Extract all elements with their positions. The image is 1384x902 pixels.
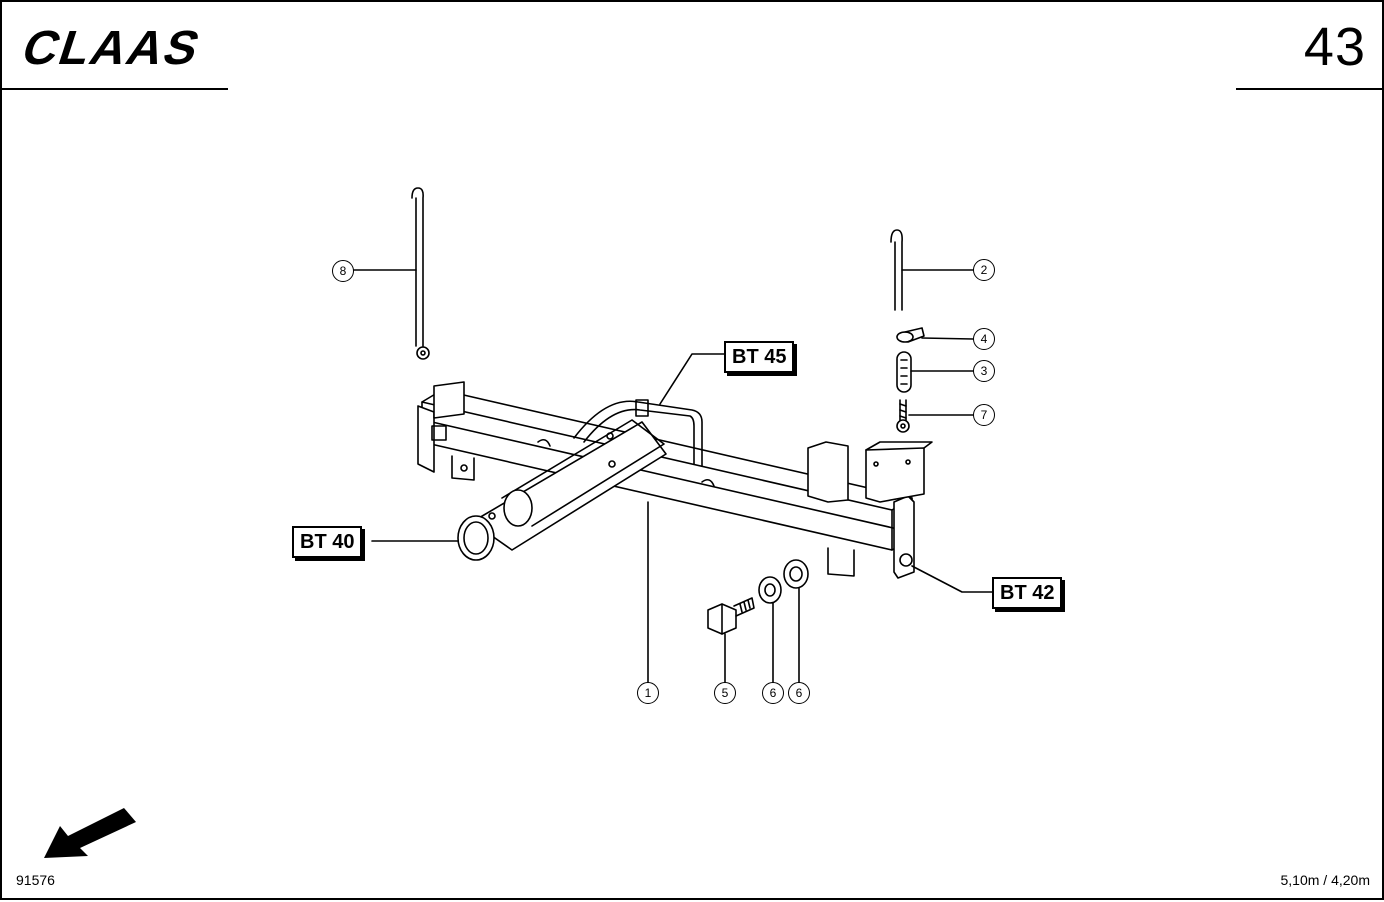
pin-part xyxy=(896,327,974,343)
logo-text: CLAAS xyxy=(16,24,209,70)
ref-bt45[interactable]: BT 45 xyxy=(724,341,795,373)
spring-part xyxy=(896,351,974,393)
drawbar-tube xyxy=(457,419,667,561)
leader-bt42 xyxy=(911,565,995,593)
ref-bt40[interactable]: BT 40 xyxy=(292,526,363,558)
claas-logo: CLAAS xyxy=(16,24,209,70)
drawing-number: 91576 xyxy=(16,872,55,888)
right-hook-rod xyxy=(890,229,974,311)
leader-bt45 xyxy=(659,353,727,405)
callout-6a[interactable]: 6 xyxy=(762,682,784,704)
callout-3[interactable]: 3 xyxy=(973,360,995,382)
header-rule-left xyxy=(2,88,228,90)
washer-part xyxy=(783,559,809,683)
cross-beam xyxy=(417,381,933,579)
callout-8[interactable]: 8 xyxy=(332,260,354,282)
callout-6b[interactable]: 6 xyxy=(788,682,810,704)
nut-part xyxy=(758,576,782,683)
callout-7[interactable]: 7 xyxy=(973,404,995,426)
callout-1[interactable]: 1 xyxy=(637,682,659,704)
callout-4[interactable]: 4 xyxy=(973,328,995,350)
bolt-part xyxy=(707,597,755,683)
page-number: 43 xyxy=(1303,17,1366,77)
callout-2[interactable]: 2 xyxy=(973,259,995,281)
callout-5[interactable]: 5 xyxy=(714,682,736,704)
left-hook-rod xyxy=(353,187,430,360)
eye-bolt-part xyxy=(896,399,974,433)
hose-bracket xyxy=(573,399,703,467)
direction-arrow-icon xyxy=(44,808,136,858)
header-rule-right xyxy=(1236,88,1384,90)
ref-bt42[interactable]: BT 42 xyxy=(992,577,1063,609)
model-spec: 5,10m / 4,20m xyxy=(1280,872,1371,888)
